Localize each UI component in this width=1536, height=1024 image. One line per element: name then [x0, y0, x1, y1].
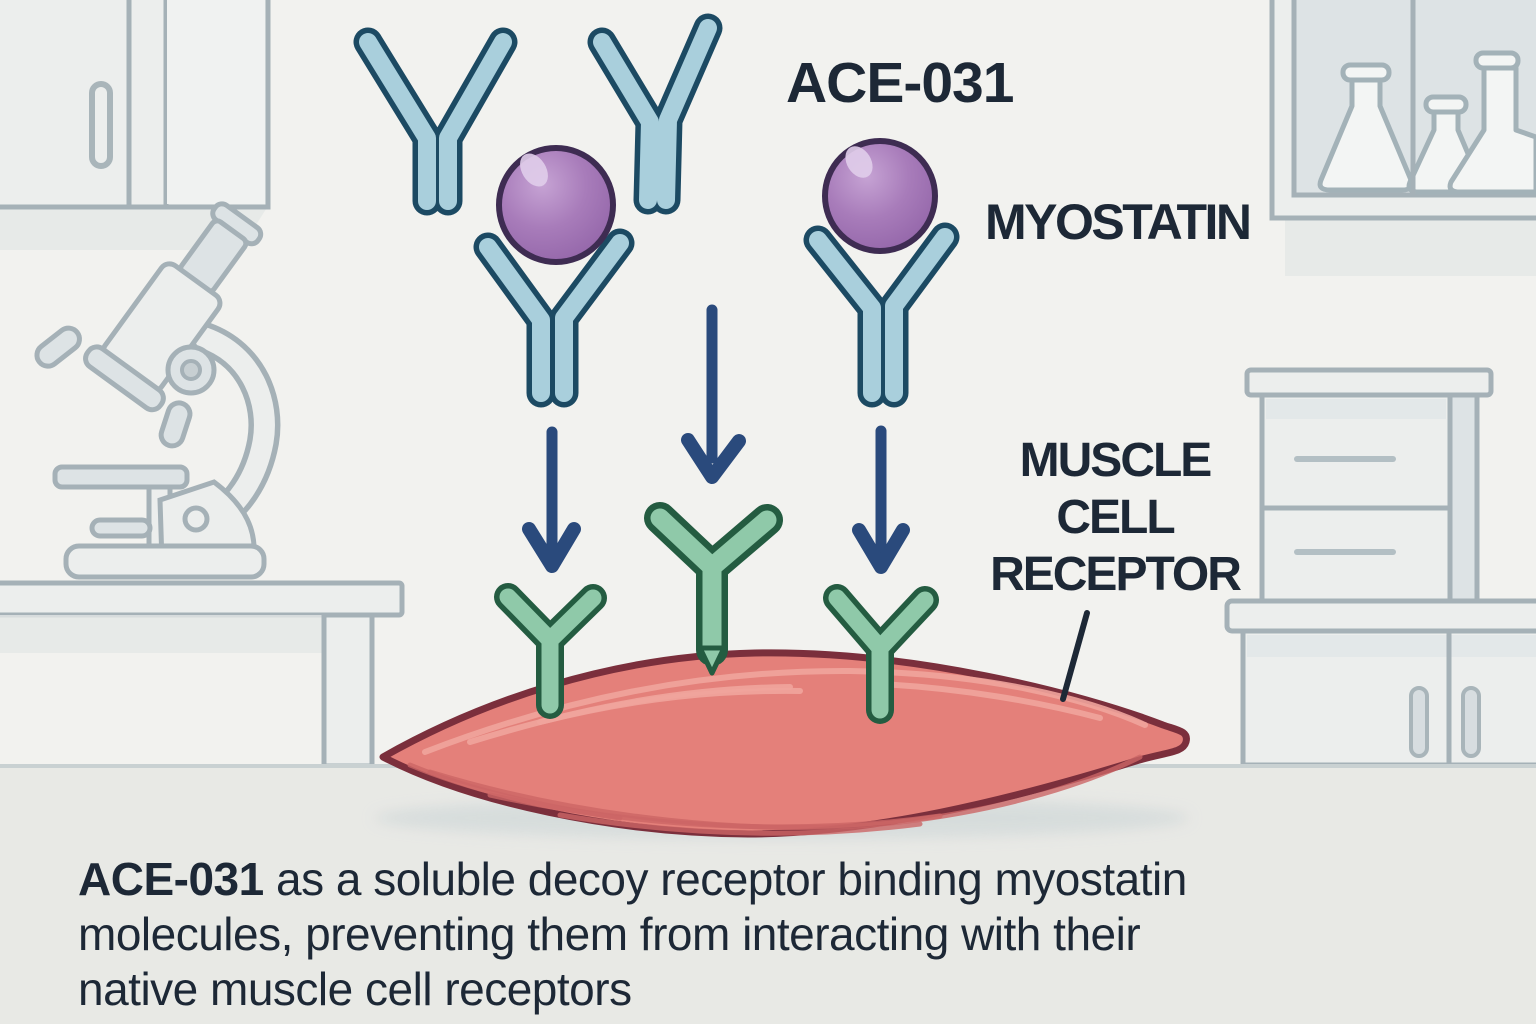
caption: ACE-031 as a soluble decoy receptor bind…	[78, 852, 1508, 1017]
antibody-myostatin-complex-icon	[803, 138, 960, 408]
myostatin-label: MYOSTATIN	[985, 194, 1252, 250]
long-neck-flask-icon	[1447, 50, 1536, 195]
caption-bold-term: ACE-031	[78, 853, 264, 905]
ace031-label: ACE-031	[786, 51, 1014, 115]
lab-table-icon	[0, 580, 405, 769]
down-arrow-left-icon	[522, 426, 581, 573]
muscle-receptor-right-icon	[823, 584, 939, 724]
down-arrow-middle-icon	[681, 304, 746, 484]
muscle-cell-icon	[379, 649, 1190, 838]
antibody-myostatin-complex-icon	[473, 145, 635, 408]
antibody-icon	[587, 13, 723, 215]
sphere-highlight	[845, 146, 873, 178]
cabinet-handle-icon	[89, 81, 113, 169]
muscle-receptor-left-icon	[494, 583, 607, 719]
door-handle-icon	[1461, 686, 1481, 758]
mcr-line-2: CELL	[1056, 491, 1175, 544]
caption-text: as a soluble decoy receptor binding myos…	[78, 853, 1187, 1015]
wall-cabinet-icon	[0, 0, 271, 250]
microscope-icon	[34, 201, 281, 580]
drawer-cabinet-icon	[1244, 367, 1494, 605]
muscle-cell-receptor-label: MUSCLE CELL RECEPTOR	[963, 432, 1267, 603]
receptor-tip	[697, 645, 727, 676]
myostatin-sphere-icon	[822, 138, 938, 254]
mcr-line-1: MUSCLE	[1019, 434, 1213, 487]
myostatin-sphere-icon	[496, 145, 616, 265]
antibody-icon	[353, 27, 518, 216]
flask-shelf-icon	[1269, 0, 1536, 276]
mcr-line-3: RECEPTOR	[990, 548, 1242, 601]
counter-cabinet-icon	[1224, 598, 1536, 768]
receptor-pointer-line	[1060, 610, 1090, 702]
sphere-highlight	[520, 153, 548, 187]
down-arrow-right-icon	[852, 425, 910, 574]
muscle-receptor-middle-icon	[644, 502, 783, 676]
door-handle-icon	[1409, 686, 1429, 758]
